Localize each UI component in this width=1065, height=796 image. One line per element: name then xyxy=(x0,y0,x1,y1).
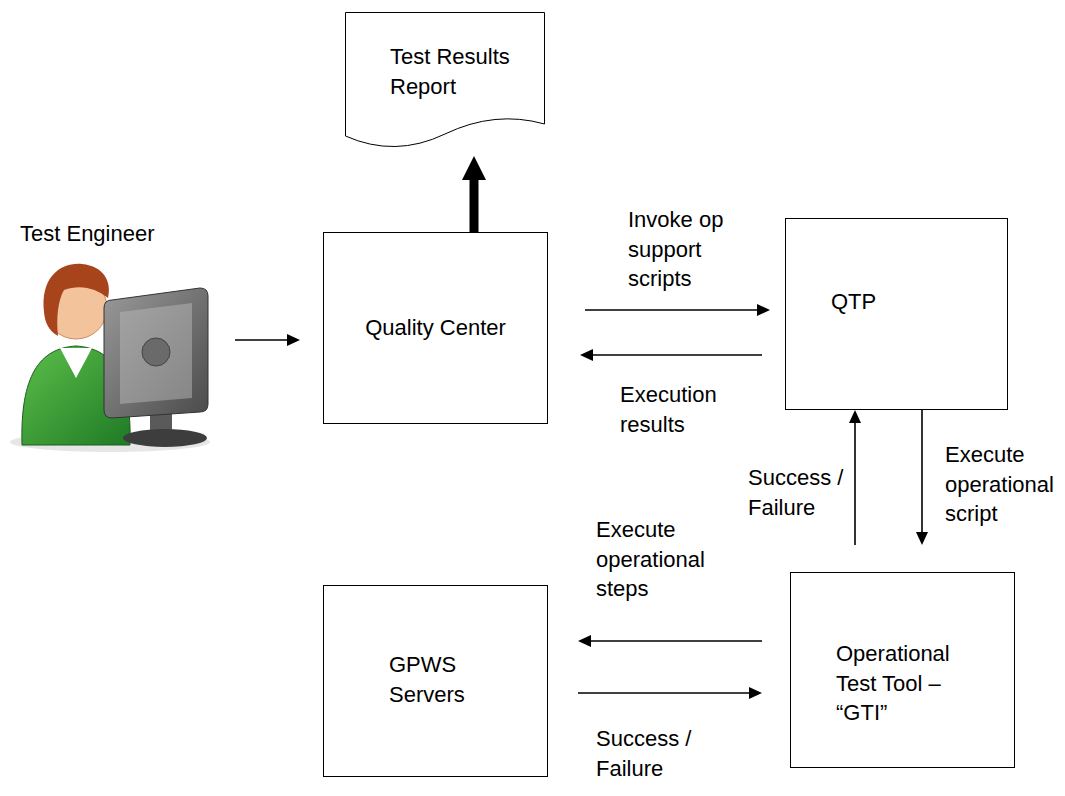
flow-arrow xyxy=(593,354,762,356)
edge-label: Execute operational script xyxy=(945,440,1057,529)
flow-arrow xyxy=(578,692,749,694)
monitor-mount xyxy=(142,338,170,366)
actor: Test Engineer xyxy=(5,215,218,455)
flow-arrow xyxy=(591,640,762,642)
person-collar xyxy=(60,348,92,378)
flow-arrow xyxy=(470,180,479,232)
flow-arrow xyxy=(235,339,287,341)
document-shape: Test Results Report xyxy=(345,12,545,148)
edge-label: Invoke op support scripts xyxy=(628,205,753,294)
flow-arrow xyxy=(585,309,757,311)
process-box: Quality Center xyxy=(323,232,548,424)
process-box: GPWS Servers xyxy=(323,585,548,777)
monitor-panel xyxy=(120,303,192,404)
flow-arrow xyxy=(921,410,923,532)
node-label: Operational Test Tool – “GTI” xyxy=(836,639,976,728)
edge-label: Success / Failure xyxy=(596,724,696,783)
document-outline-path xyxy=(346,13,545,147)
monitor-back xyxy=(104,288,208,418)
edge-label: Success / Failure xyxy=(748,463,848,522)
node-label: Test Engineer xyxy=(20,219,210,249)
node-label: Test Results Report xyxy=(390,42,525,101)
process-box: QTP xyxy=(785,218,1008,410)
edge-label: Execution results xyxy=(620,380,740,439)
flow-arrow xyxy=(854,423,856,545)
node-label: QTP xyxy=(831,287,981,317)
process-box: Operational Test Tool – “GTI” xyxy=(790,572,1015,768)
edge-label: Execute operational steps xyxy=(596,515,716,604)
node-label: Quality Center xyxy=(341,313,531,343)
person-icon xyxy=(10,264,210,452)
node-label: GPWS Servers xyxy=(389,650,509,709)
monitor-base xyxy=(123,429,207,447)
person-hair xyxy=(44,264,109,336)
